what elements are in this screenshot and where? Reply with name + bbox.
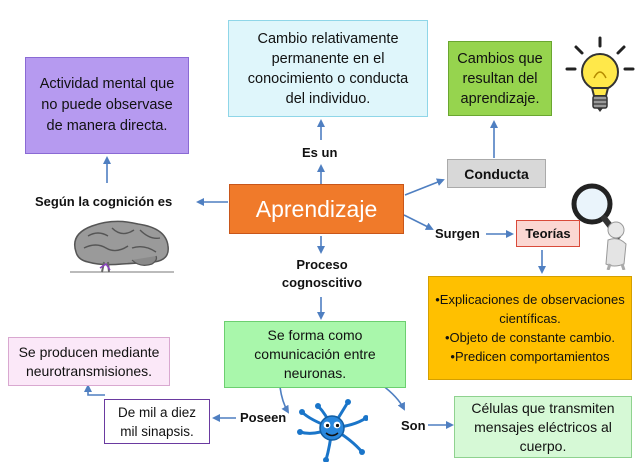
teorias-label: Teorías: [525, 226, 571, 241]
definition-box: Cambio relativamente permanente en el co…: [228, 20, 428, 117]
teorias-box: Teorías: [516, 220, 580, 247]
behavior-desc-box: Cambios que resultan del aprendizaje.: [448, 41, 552, 116]
process-text: Se forma como comunicación entre neurona…: [254, 327, 376, 381]
center-node: Aprendizaje: [229, 184, 404, 234]
neuron-icon: [297, 399, 368, 462]
definition-text: Cambio relativamente permanente en el co…: [247, 30, 409, 107]
synapses-box: De mil a diez mil sinapsis.: [104, 399, 210, 444]
arrow-to-conducta: [404, 178, 445, 196]
theories-desc-box: •Explicaciones de observaciones científi…: [428, 276, 632, 380]
cells-text: Células que transmiten mensajes eléctric…: [471, 399, 615, 454]
conducta-box: Conducta: [447, 159, 546, 188]
cognition-text: Actividad mental que no puede observase …: [39, 76, 175, 134]
center-title: Aprendizaje: [255, 195, 378, 222]
brain-icon: [70, 220, 174, 273]
cognition-box: Actividad mental que no puede observase …: [25, 57, 189, 154]
arrow-to-neurotrans: [84, 384, 105, 396]
arrow-to-poseen: [279, 386, 290, 414]
label-poseen: Poseen: [240, 410, 287, 425]
neurotrans-text: Se producen mediante neurotransmisiones.: [18, 343, 160, 379]
lightbulb-icon: [565, 36, 635, 112]
magnifier-figure-icon: [571, 183, 627, 270]
label-es-un: Es un: [302, 145, 338, 160]
theories-desc-text: •Explicaciones de observaciones científi…: [435, 292, 625, 364]
label-proceso: Proceso cognoscitivo: [281, 257, 363, 290]
process-box: Se forma como comunicación entre neurona…: [224, 321, 406, 388]
neurotrans-box: Se producen mediante neurotransmisiones.: [8, 337, 170, 386]
conducta-label: Conducta: [464, 165, 529, 182]
arrow-to-son: [381, 384, 405, 411]
behavior-desc-text: Cambios que resultan del aprendizaje.: [457, 50, 543, 107]
label-son: Son: [401, 418, 426, 433]
cells-box: Células que transmiten mensajes eléctric…: [454, 396, 632, 458]
arrow-to-surgen: [403, 214, 434, 230]
synapses-text: De mil a diez mil sinapsis.: [117, 404, 197, 439]
label-cognicion: Según la cognición es: [35, 194, 173, 209]
label-surgen: Surgen: [435, 226, 480, 241]
